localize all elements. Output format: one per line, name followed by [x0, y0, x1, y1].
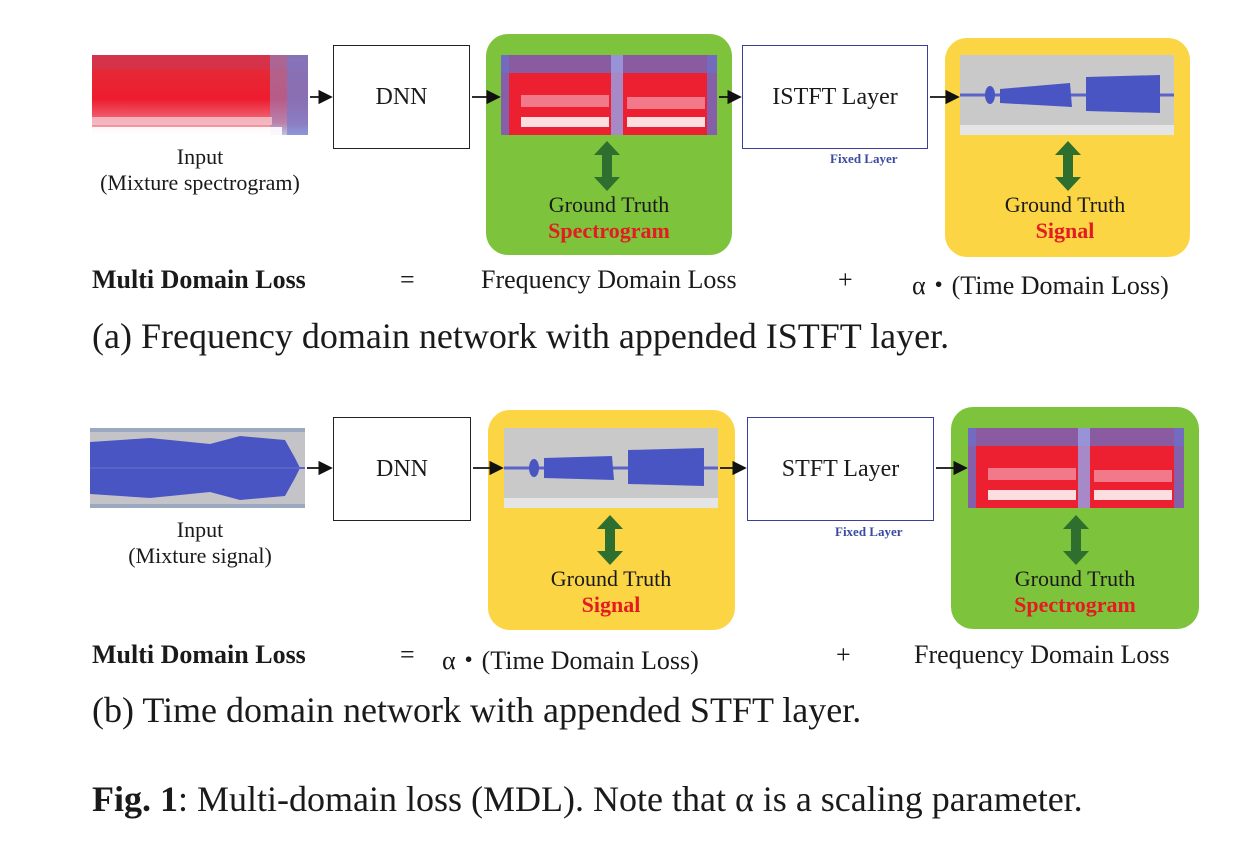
eq-term1-b: α・(Time Domain Loss): [442, 646, 699, 675]
input-label-a-line2: (Mixture spectrogram): [100, 170, 300, 195]
loss-equation-a: Multi Domain Loss = Frequency Domain Los…: [92, 265, 1222, 300]
gt-type-a1: Spectrogram: [548, 218, 670, 243]
gt-type-a2: Signal: [1035, 218, 1095, 243]
output-signal-image-a: [960, 55, 1174, 135]
dnn-label-a: DNN: [375, 83, 428, 110]
double-arrow-icon-b1: [597, 515, 623, 565]
loss-name-a: Multi Domain Loss: [92, 265, 306, 294]
double-arrow-icon-b2: [1063, 515, 1089, 565]
caption-b: (b) Time domain network with appended ST…: [92, 690, 862, 730]
loss-name-b: Multi Domain Loss: [92, 640, 306, 669]
estimated-spectrogram-image-a: [501, 55, 717, 135]
gt-spectrogram-label-b: Ground Truth Spectrogram: [951, 566, 1199, 618]
gt-label-b2: Ground Truth: [1014, 566, 1136, 591]
eq-sign-a: =: [400, 265, 415, 294]
figure-label: Fig. 1: [92, 779, 178, 819]
stft-layer-box: STFT Layer: [747, 417, 934, 521]
double-arrow-icon-a2: [1055, 141, 1081, 191]
input-label-a-line1: Input: [176, 144, 224, 169]
gt-label-a1: Ground Truth: [548, 192, 670, 217]
fixed-layer-note-b: Fixed Layer: [835, 524, 903, 539]
istft-layer-label: ISTFT Layer: [772, 83, 898, 110]
eq-term2-a: α・(Time Domain Loss): [912, 271, 1169, 300]
figure-caption: Fig. 1: Multi-domain loss (MDL). Note th…: [92, 778, 1083, 820]
gt-label-b1: Ground Truth: [550, 566, 672, 591]
flow-arrows-b: [307, 460, 968, 476]
gt-signal-label-a: Ground Truth Signal: [945, 192, 1185, 244]
input-label-b: Input (Mixture signal): [70, 517, 330, 569]
loss-equation-b: Multi Domain Loss = α・(Time Domain Loss)…: [92, 640, 1222, 675]
eq-term1-a: Frequency Domain Loss: [481, 265, 737, 294]
fixed-layer-note-a: Fixed Layer: [830, 151, 898, 166]
dnn-box-b: DNN: [333, 417, 471, 521]
flow-arrows-a: [310, 89, 960, 105]
figure-text: : Multi-domain loss (MDL). Note that α i…: [178, 779, 1083, 819]
gt-type-b1: Signal: [581, 592, 641, 617]
input-label-a: Input (Mixture spectrogram): [70, 144, 330, 196]
stft-layer-label: STFT Layer: [781, 455, 900, 482]
input-spectrogram-image-a: [92, 55, 308, 135]
eq-term2-b: Frequency Domain Loss: [914, 640, 1170, 669]
gt-spectrogram-label-a: Ground Truth Spectrogram: [486, 192, 732, 244]
input-signal-image-b: [90, 428, 305, 508]
eq-plus-a: +: [838, 265, 853, 294]
dnn-box-a: DNN: [333, 45, 470, 149]
eq-sign-b: =: [400, 640, 415, 669]
gt-type-b2: Spectrogram: [1014, 592, 1136, 617]
caption-a: (a) Frequency domain network with append…: [92, 316, 950, 356]
input-label-b-line2: (Mixture signal): [128, 543, 272, 568]
dnn-label-b: DNN: [376, 455, 428, 482]
gt-label-a2: Ground Truth: [1004, 192, 1126, 217]
estimated-signal-image-b: [504, 428, 718, 508]
gt-signal-label-b: Ground Truth Signal: [488, 566, 734, 618]
output-spectrogram-image-b: [968, 428, 1184, 508]
input-label-b-line1: Input: [176, 517, 224, 542]
double-arrow-icon-a1: [594, 141, 620, 191]
eq-plus-b: +: [836, 640, 851, 669]
istft-layer-box: ISTFT Layer: [742, 45, 928, 149]
